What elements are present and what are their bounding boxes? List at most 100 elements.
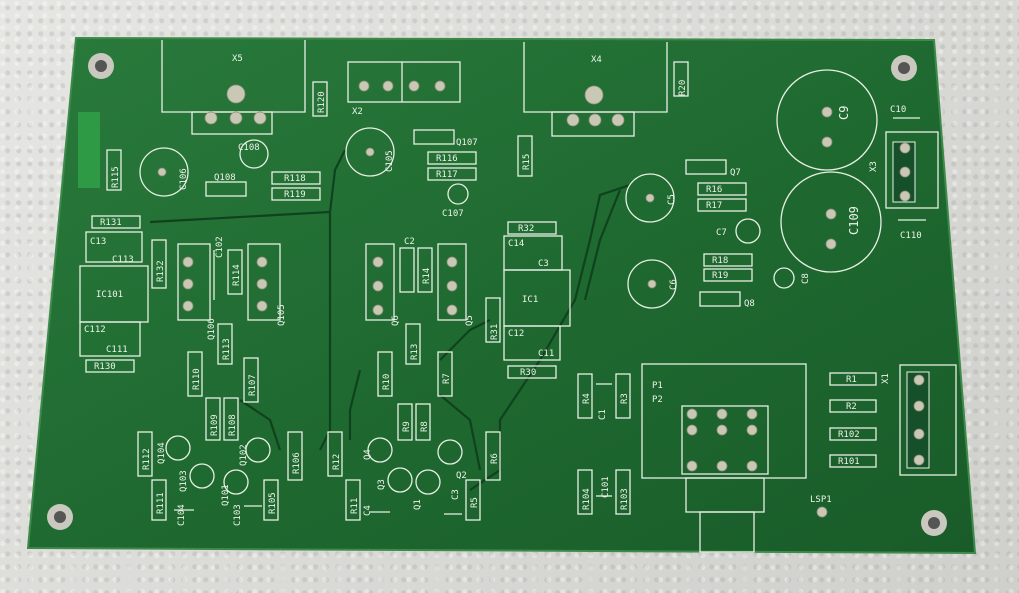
connector-x2: X2	[347, 61, 461, 117]
resistor-r9: R9	[397, 403, 413, 441]
resistor-r13: R13	[405, 323, 421, 365]
label-r115: R115	[111, 166, 121, 188]
label-r132: R132	[156, 260, 166, 282]
resistor-r116: R116	[427, 151, 477, 165]
transistor-q101: Q101	[221, 469, 249, 506]
label-q104: Q104	[157, 442, 167, 464]
label-q1: Q1	[413, 499, 423, 510]
label-lsp1: LSP1	[810, 495, 832, 505]
transistor-q103: Q103	[179, 463, 215, 492]
resistor-r118: R118	[271, 171, 321, 185]
label-c14: C14	[508, 239, 524, 249]
resistor-r3: R3	[615, 373, 631, 419]
label-q102: Q102	[239, 444, 249, 466]
label-r102: R102	[838, 430, 860, 440]
label-c110: C110	[900, 231, 922, 241]
connector-x3: X3	[869, 131, 939, 209]
capacitor-c103: C103	[233, 504, 262, 526]
capacitor-c8: C8	[773, 267, 811, 289]
label-q3: Q3	[377, 479, 387, 490]
label-q106: Q106	[207, 318, 217, 340]
resistor-r108: R108	[223, 397, 239, 441]
label-c102: C102	[215, 236, 225, 258]
resistor-r2: R2	[829, 399, 877, 413]
label-r14: R14	[422, 268, 432, 284]
resistor-r101: R101	[829, 454, 877, 468]
label-r101: R101	[838, 457, 860, 467]
transistor-q5: Q5	[437, 243, 475, 326]
label-r4: R4	[582, 393, 592, 404]
resistor-r17: R17	[697, 198, 747, 212]
resistor-r104: R104	[577, 469, 593, 515]
label-c8: C8	[801, 273, 811, 284]
label-r18: R18	[712, 256, 728, 266]
resistor-r31: R31	[485, 297, 501, 343]
label-r6: R6	[490, 453, 500, 464]
label-r131: R131	[100, 218, 122, 228]
label-r104: R104	[582, 488, 592, 510]
resistor-r12: R12	[327, 431, 343, 477]
resistor-r15: R15	[517, 135, 533, 177]
label-q105: Q105	[277, 304, 287, 326]
copper-traces	[149, 149, 631, 491]
resistor-r8: R8	[415, 403, 431, 441]
mounting-hole	[921, 510, 947, 536]
resistor-r4: R4	[577, 373, 593, 419]
capacitor-c5: C5	[625, 173, 677, 223]
label-r119: R119	[284, 190, 306, 200]
label-r9: R9	[402, 421, 412, 432]
label-r5: R5	[470, 497, 480, 508]
resistor-r11: R11	[345, 479, 361, 521]
label-c4: C4	[363, 505, 373, 516]
label-c10: C10	[890, 105, 906, 115]
label-c113: C113	[112, 255, 134, 265]
capacitor-c1: C1	[596, 383, 612, 420]
label-c6: C6	[669, 279, 679, 290]
resistor-r7: R7	[437, 351, 453, 397]
label-r114: R114	[232, 264, 242, 286]
capacitor-c9: C9	[776, 69, 878, 171]
transistor-q106: Q106	[177, 243, 217, 340]
resistor-r119: R119	[271, 187, 321, 201]
label-c103: C103	[233, 504, 243, 526]
connector-x4: X4	[523, 42, 668, 137]
label-c108: C108	[238, 143, 260, 153]
label-r11: R11	[350, 498, 360, 514]
resistor-r112: R112	[137, 431, 153, 477]
capacitor-c3: C3	[444, 489, 462, 515]
resistor-r5: R5	[465, 479, 481, 521]
transistor-q1: Q1	[413, 469, 441, 510]
transistor-q108: Q108	[205, 173, 247, 197]
resistor-r6: R6	[485, 431, 501, 481]
resistor-r117: R117	[427, 167, 477, 181]
label-c106: C106	[179, 168, 189, 190]
label-x2: X2	[352, 107, 363, 117]
label-q103: Q103	[179, 470, 189, 492]
resistor-r10: R10	[377, 351, 393, 397]
label-r2: R2	[846, 402, 857, 412]
label-r12: R12	[332, 454, 342, 470]
label-q7: Q7	[730, 168, 741, 178]
resistor-r18: R18	[703, 253, 753, 267]
label-c111: C111	[106, 345, 128, 355]
connector-x5: X5	[161, 40, 306, 135]
label-c2: C2	[404, 237, 415, 247]
capacitor-c101: C101	[596, 476, 612, 498]
resistor-r111: R111	[151, 479, 167, 521]
resistor-r114: R114	[227, 249, 243, 295]
resistor-r103: R103	[615, 469, 631, 515]
label-p2: P2	[652, 395, 663, 405]
label-r7: R7	[442, 373, 452, 384]
label-c5: C5	[667, 194, 677, 205]
test-point-lsp1: LSP1	[810, 495, 832, 518]
resistor-r120: R120	[312, 81, 328, 117]
label-q108: Q108	[214, 173, 236, 183]
label-c112: C112	[84, 325, 106, 335]
label-q101: Q101	[221, 484, 231, 506]
label-r130: R130	[94, 362, 116, 372]
label-ic101: IC101	[96, 290, 123, 300]
transistor-q107: Q107	[413, 129, 478, 148]
label-c109: C109	[847, 206, 861, 235]
